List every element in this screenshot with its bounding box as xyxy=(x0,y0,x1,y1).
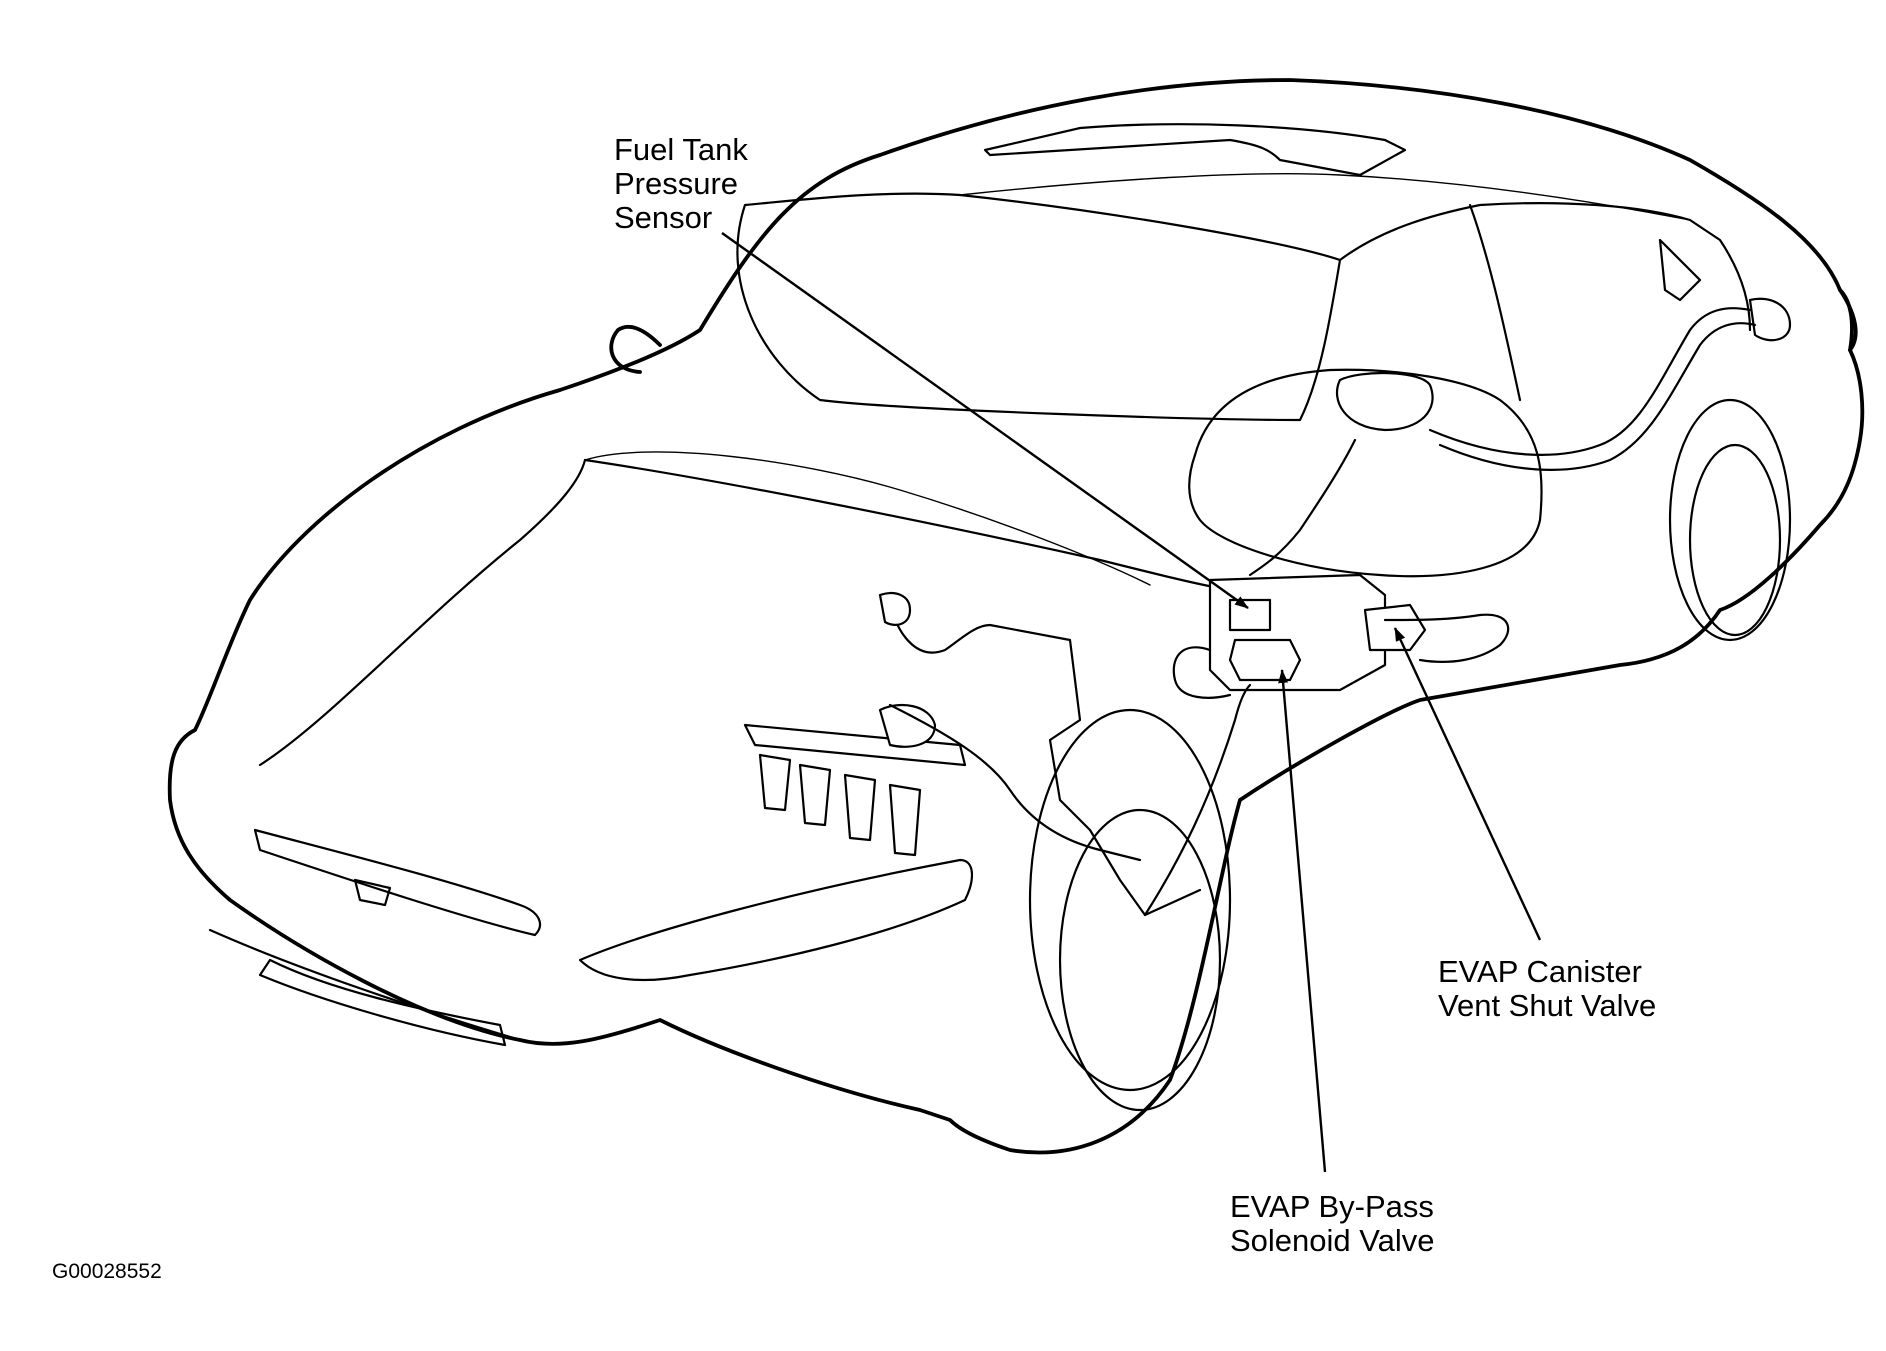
injector-3 xyxy=(843,773,877,842)
injector-2 xyxy=(798,763,832,827)
leader-fuel-tank-pressure-sensor xyxy=(721,232,1249,609)
label-line: Solenoid Valve xyxy=(1230,1223,1435,1258)
label-line: Pressure xyxy=(614,166,739,201)
fuel-tank-assembly xyxy=(1188,297,1792,578)
fuel-tank xyxy=(1188,368,1543,578)
fuel-tank-pressure-sensor-body xyxy=(1228,598,1272,632)
hood-details xyxy=(208,451,1232,1047)
evap-canister-assembly xyxy=(1172,573,1510,699)
rear-window-frame xyxy=(1338,202,1752,332)
roof-line xyxy=(959,173,1691,221)
rear-bumper xyxy=(1838,288,1854,352)
vapor-line xyxy=(1248,438,1357,577)
lower-intake xyxy=(258,958,507,1047)
filler-neck-cap xyxy=(1748,297,1792,342)
fuel-pump-top xyxy=(1335,371,1434,432)
rear-wheel xyxy=(1688,443,1782,637)
label-evap-bypass-solenoid-valve: EVAP By-Pass Solenoid Valve xyxy=(1230,1190,1435,1258)
label-line: Sensor xyxy=(614,200,713,235)
sunroof xyxy=(983,123,1407,177)
leader-evap-canister-vent-shut-valve xyxy=(1393,627,1542,941)
fuel-rail-assembly xyxy=(743,592,1252,917)
injector-4 xyxy=(888,783,922,857)
rear-wheel-arch xyxy=(1668,398,1792,642)
honda-badge xyxy=(353,878,392,907)
label-line: EVAP By-Pass xyxy=(1230,1189,1434,1224)
label-line: Fuel Tank xyxy=(614,132,748,167)
callout-leaders xyxy=(721,232,1542,1173)
grille xyxy=(253,828,542,937)
front-wheel-arch xyxy=(1028,708,1232,1092)
evap-vent-shut-valve-body xyxy=(1363,603,1427,652)
label-line: EVAP Canister xyxy=(1438,954,1642,989)
hood-edge xyxy=(583,458,1232,592)
label-fuel-tank-pressure-sensor: Fuel Tank Pressure Sensor xyxy=(614,133,748,235)
filler-pipe xyxy=(1428,307,1757,471)
front-wheel xyxy=(1058,808,1222,1112)
leader-evap-bypass-solenoid-valve xyxy=(1278,669,1327,1173)
wheels xyxy=(1028,398,1792,1112)
glass-and-roof xyxy=(736,123,1752,422)
pressure-regulator xyxy=(878,703,937,748)
injector-1 xyxy=(758,753,792,812)
canister-hose-left xyxy=(1172,646,1232,699)
purge-line-to-canister xyxy=(1143,683,1252,917)
side-mirror xyxy=(609,324,662,374)
purge-line-upper xyxy=(888,603,1202,917)
front-bumper-line xyxy=(208,928,522,1042)
hood-crease xyxy=(584,451,1151,586)
door-pillar xyxy=(1468,203,1522,402)
evap-bypass-solenoid-body xyxy=(1228,638,1302,682)
rear-quarter-glass xyxy=(1658,238,1702,302)
car-body xyxy=(167,78,1865,1155)
label-evap-canister-vent-shut-valve: EVAP Canister Vent Shut Valve xyxy=(1438,955,1656,1023)
purge-line-lower xyxy=(888,703,1142,862)
vacuum-fitting xyxy=(878,592,912,626)
hood-centerline xyxy=(258,458,587,767)
label-line: Vent Shut Valve xyxy=(1438,988,1657,1023)
canister-hose-right xyxy=(1383,613,1510,663)
headlight xyxy=(578,858,973,982)
car-outline xyxy=(167,78,1865,1155)
windshield xyxy=(736,192,1342,422)
figure-id: G00028552 xyxy=(52,1260,162,1283)
